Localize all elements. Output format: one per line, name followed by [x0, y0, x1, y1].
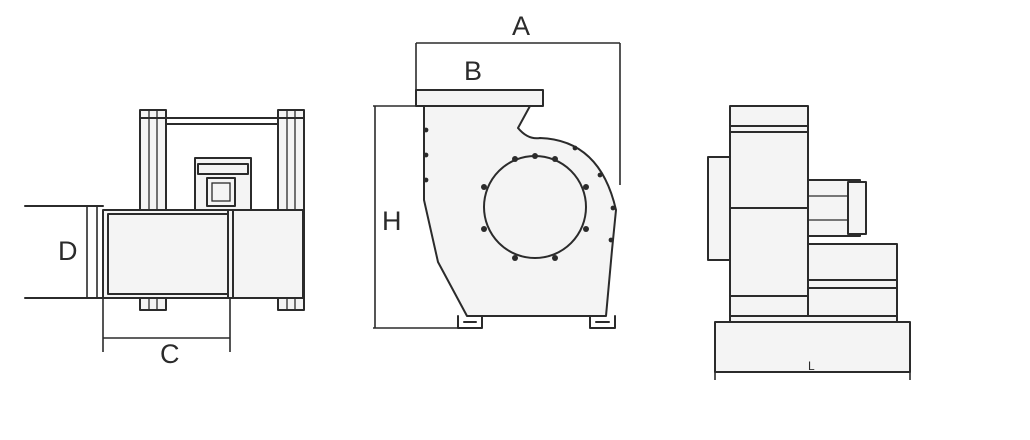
inlet-collar [707, 156, 731, 261]
foot-right [589, 315, 616, 329]
dimension-label-a: A [512, 11, 530, 41]
side-view: A B H [373, 11, 621, 329]
foot-left [457, 315, 483, 329]
front-view: L [707, 105, 911, 380]
housing-upper [729, 105, 809, 317]
dimension-label-l: L [808, 359, 815, 373]
dimension-label-d: D [58, 236, 78, 266]
duct-body [102, 209, 304, 299]
top-view: D C [24, 109, 305, 369]
base-frame [714, 321, 911, 373]
dimension-label-c: C [160, 339, 180, 369]
outlet-flange [415, 89, 544, 107]
dimension-label-h: H [382, 206, 402, 236]
scroll-housing [423, 105, 617, 317]
dimension-label-b: B [464, 56, 482, 86]
